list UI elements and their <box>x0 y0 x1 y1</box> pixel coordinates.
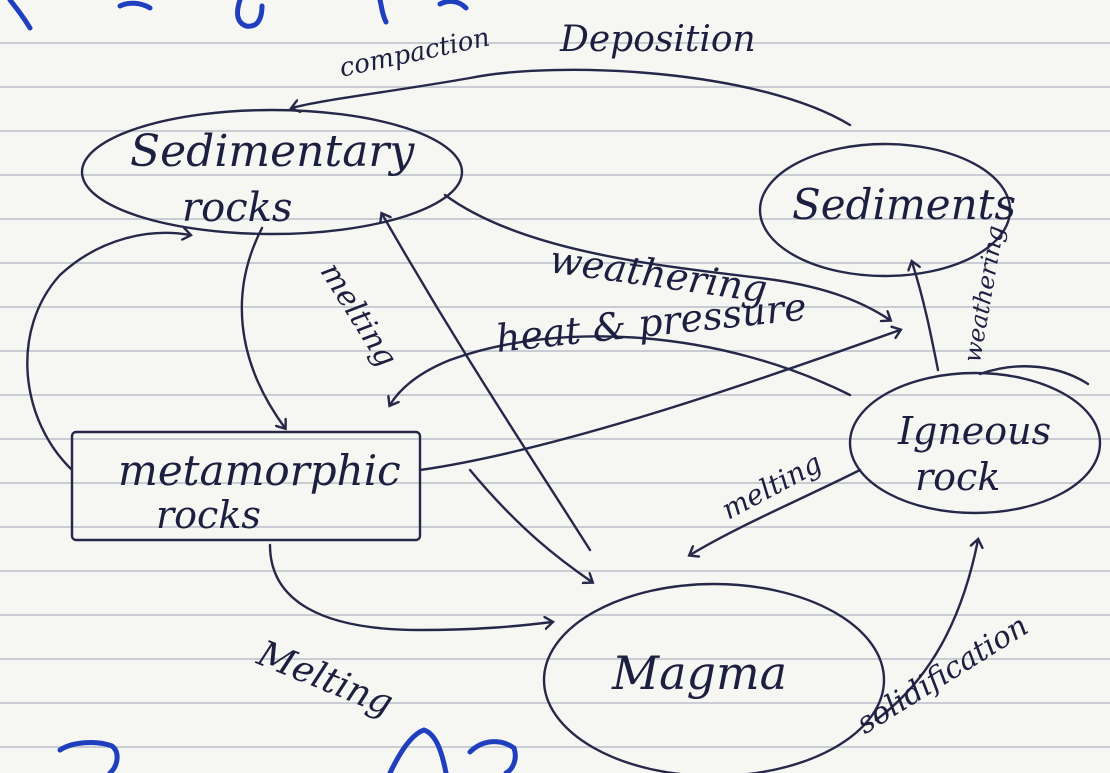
arrow-metamorphic-to-magma-melting <box>268 543 552 632</box>
arrow-sedimentary-to-metamorphic <box>240 226 285 428</box>
arrow-igneous-to-metamorphic-heat <box>390 335 852 405</box>
magma-label: Magma <box>612 646 788 700</box>
sedimentary-rocks-label-line1: Sedimentary <box>130 126 415 177</box>
arrow-igneous-self-loop <box>978 365 1090 386</box>
heading-fragments <box>7 0 518 773</box>
arrow-magma-to-igneous-solidification <box>874 540 978 722</box>
magma-outline <box>542 582 886 773</box>
edge-label-deposition: Deposition <box>560 19 756 60</box>
metamorphic-rocks-outline <box>70 430 422 542</box>
arrow-to-magma-from-melting <box>468 468 592 582</box>
metamorphic-rocks-label-line1: metamorphic <box>118 446 401 495</box>
sediments-outline <box>758 142 1012 278</box>
arrow-sediments-to-sedimentary <box>292 68 852 127</box>
arrow-sedimentary-to-igneous-weathering <box>443 193 890 320</box>
sedimentary-rocks-label-line2: rocks <box>182 185 293 231</box>
igneous-rock-label-line1: Igneous <box>898 409 1052 453</box>
igneous-rock-outline <box>848 371 1102 515</box>
arrow-metamorphic-to-sedimentary <box>26 233 190 472</box>
arrow-igneous-to-magma-melting <box>690 468 862 555</box>
metamorphic-rocks-label-line2: rocks <box>156 493 261 537</box>
arrow-magma-to-sedimentary-melting <box>382 214 592 552</box>
sedimentary-rocks-outline <box>80 108 464 236</box>
arrow-igneous-to-sediments-weathering <box>912 262 940 372</box>
arrow-metamorphic-to-igneous-heat <box>418 330 900 472</box>
igneous-rock-label-line2: rock <box>915 455 1001 499</box>
sediments-label: Sediments <box>792 180 1017 229</box>
